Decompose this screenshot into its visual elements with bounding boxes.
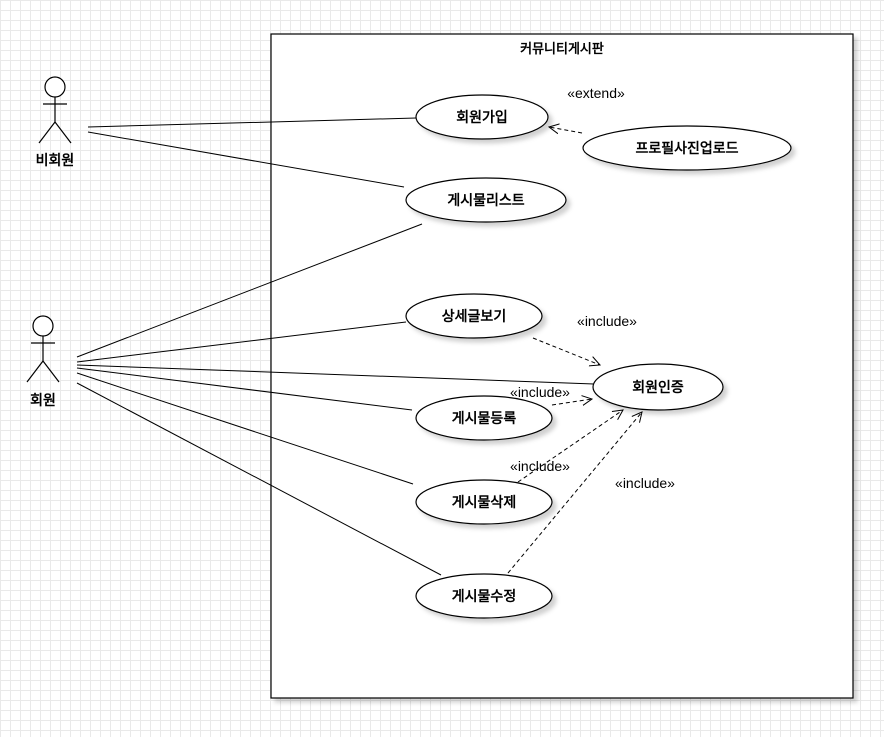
system-title: 커뮤니티게시판 [520,41,604,57]
association-member-edit [76,382,442,576]
include-label-edit: «include» [615,475,675,491]
actor-guest-label: 비회원 [36,153,75,169]
use-case-label: 프로필사진업로드 [635,140,738,157]
association-guest-signup [87,117,417,128]
actor-member-label: 회원 [30,393,56,409]
associations [76,117,595,576]
use-case-label: 회원가입 [456,110,508,126]
use-case-label: 게시물삭제 [452,495,516,511]
dependencies [507,127,642,574]
association-member-auth [76,364,595,385]
include-label-delete: «include» [510,458,570,474]
use-case-profile-upload[interactable]: 프로필사진업로드 [582,125,792,171]
use-case-post-delete[interactable]: 게시물삭제 [415,479,553,525]
actor-head-icon [32,315,54,337]
association-member-create [76,367,413,411]
use-case-signup[interactable]: 회원가입 [415,94,549,140]
use-case-post-create[interactable]: 게시물등록 [415,395,553,441]
use-case-post-edit[interactable]: 게시물수정 [415,573,553,619]
actor-head-icon [44,76,66,98]
use-case-label: 회원인증 [632,379,684,396]
association-guest-list [87,131,405,188]
include-arrow-detail [532,337,600,365]
use-case-post-detail[interactable]: 상세글보기 [405,293,543,339]
use-case-auth[interactable]: 회원인증 [592,363,724,411]
use-case-label: 게시물수정 [452,588,516,605]
extend-label: «extend» [567,85,625,101]
use-case-post-list[interactable]: 게시물리스트 [405,177,567,223]
include-arrow-delete [517,410,623,483]
association-member-delete [76,372,414,485]
extend-arrow [549,127,583,133]
association-member-detail [76,321,407,363]
use-case-label: 게시물등록 [452,411,517,427]
actor-guest[interactable] [38,76,72,144]
use-case-label: 게시물리스트 [447,193,524,209]
use-case-label: 상세글보기 [442,309,506,325]
include-label-create: «include» [510,384,570,400]
include-label-detail: «include» [577,313,637,329]
association-member-list [76,223,423,358]
actor-member[interactable] [26,315,60,383]
